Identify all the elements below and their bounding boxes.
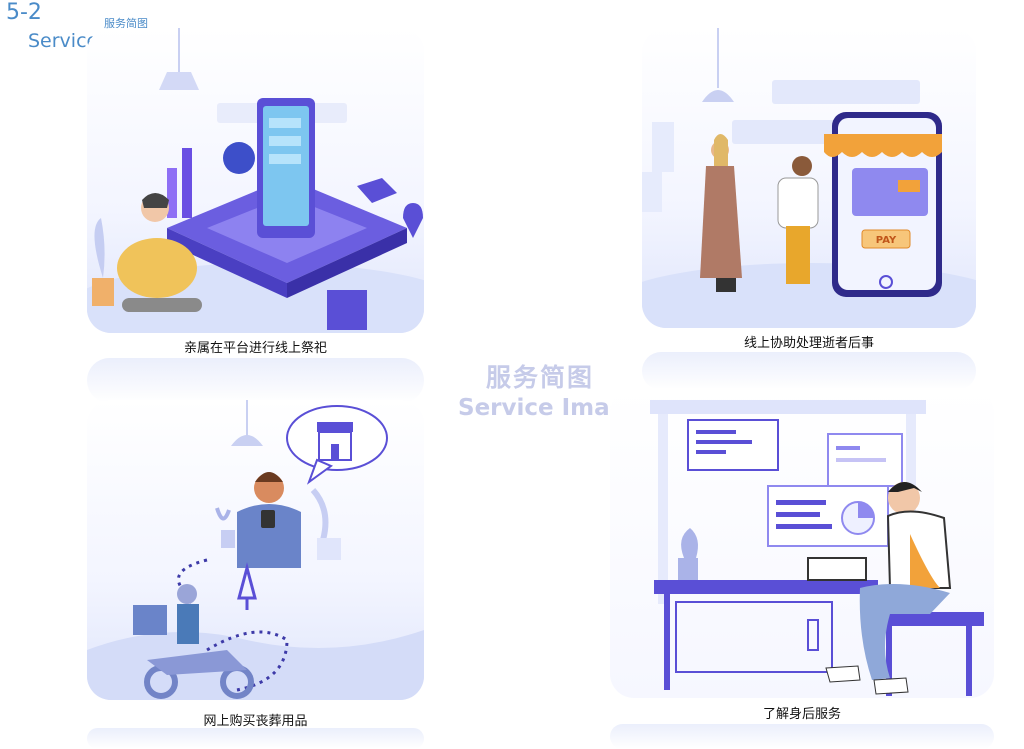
card-caption: 了解身后服务 bbox=[762, 707, 841, 722]
card-reflection bbox=[642, 352, 976, 390]
section-number: 5-2 bbox=[6, 0, 42, 25]
service-card-online-shopping bbox=[87, 400, 424, 700]
funeral-assist-illustration: PAY bbox=[642, 28, 976, 328]
online-memorial-illustration bbox=[87, 28, 424, 333]
pay-label: PAY bbox=[876, 235, 897, 246]
online-shopping-illustration bbox=[87, 400, 424, 700]
card-caption: 亲属在平台进行线上祭祀 bbox=[183, 341, 327, 356]
card-caption: 网上购买丧葬用品 bbox=[203, 714, 308, 729]
card-reflection bbox=[87, 358, 424, 403]
section-title-cn: 服务简图 bbox=[104, 17, 148, 30]
card-caption: 线上协助处理逝者后事 bbox=[743, 336, 874, 351]
service-card-learn-services bbox=[610, 388, 994, 698]
watermark-title-cn: 服务简图 bbox=[486, 363, 595, 392]
learn-services-illustration bbox=[650, 400, 984, 696]
card-reflection bbox=[87, 728, 424, 749]
card-reflection bbox=[610, 724, 994, 749]
service-card-online-memorial bbox=[87, 28, 424, 333]
service-card-funeral-assist: PAY bbox=[642, 28, 976, 328]
